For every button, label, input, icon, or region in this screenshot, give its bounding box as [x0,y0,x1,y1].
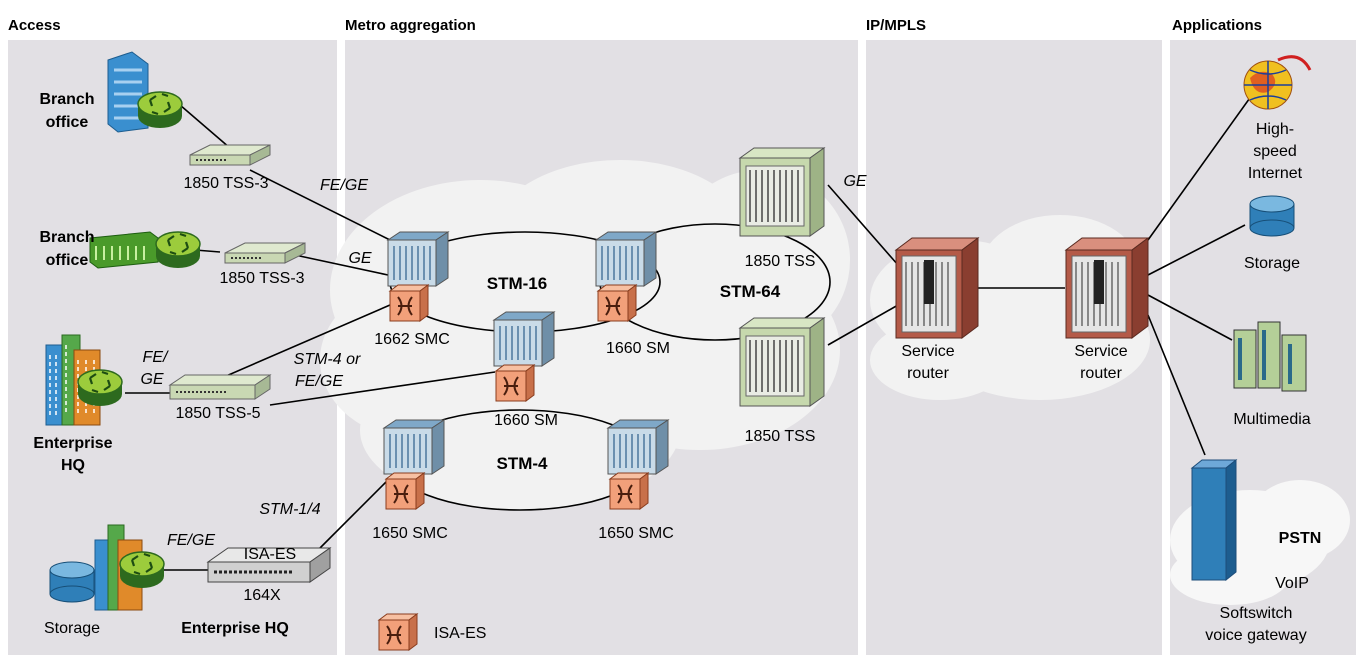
storage-app-icon [1249,195,1295,237]
service-router-1 [895,237,979,339]
internet-label-2: speed [1253,143,1297,160]
ring-stm16-label: STM-16 [487,274,547,293]
storage-access-label: Storage [44,620,100,637]
smc1662-label: 1662 SMC [374,331,450,348]
link-stm4-2: FE/GE [295,373,343,390]
sm1660-b-label: 1660 SM [494,412,558,429]
internet-label-1: High- [1256,121,1294,138]
tss5-device [168,374,272,400]
dev-164x-label: 164X [243,587,281,604]
branch2-router-icon [154,230,202,270]
globe-icon [1243,55,1312,110]
link-stm14: STM-1/4 [259,501,320,518]
internet-label-3: Internet [1248,165,1303,182]
multimedia-label: Multimedia [1233,411,1310,428]
tss5-label: 1850 TSS-5 [175,405,260,422]
router1-label-1: Service [901,343,954,360]
router2-label-2: router [1080,365,1122,382]
link-fe-2: GE [140,371,163,388]
enterprise-router-icon [76,368,124,408]
softswitch-label-2: voice gateway [1205,627,1306,644]
sm1660-a-label: 1660 SM [606,340,670,357]
storage-access-icon [49,561,95,603]
enterprise-hq-label: Enterprise HQ [181,620,289,637]
enterprise2-router-icon [118,550,166,590]
tss-a-label: 1850 TSS [745,253,816,270]
router2-label-1: Service [1074,343,1127,360]
tss-b-label: 1850 TSS [745,428,816,445]
service-router-2 [1065,237,1149,339]
applications-title: Applications [1172,17,1262,34]
branch2-label-1: Branch [39,229,94,246]
link-fe-ge-2: FE/GE [167,532,215,549]
pstn-label: PSTN [1279,530,1322,547]
router1-label-2: router [907,365,949,382]
metro-title: Metro aggregation [345,17,476,34]
isa-es-label: ISA-ES [244,546,296,563]
link-ge-1: GE [348,250,371,267]
isa-es-164x-device [206,547,332,583]
tss3-b-label: 1850 TSS-3 [219,270,304,287]
links [125,94,1253,571]
ipmpls-title: IP/MPLS [866,17,926,34]
branch2-label-2: office [46,252,89,269]
smc1650-b-label: 1650 SMC [598,525,674,542]
branch1-router-icon [136,90,184,130]
link-fe-1: FE/ [143,349,169,366]
branch1-label-1: Branch [39,91,94,108]
ring-stm64-label: STM-64 [720,282,781,301]
softswitch-icon [1190,458,1238,582]
branch2-building [89,231,159,269]
voip-label: VoIP [1275,575,1309,592]
tss3-a-label: 1850 TSS-3 [183,175,268,192]
legend-isa-es-icon [378,613,418,651]
storage-app-label: Storage [1244,255,1300,272]
branch1-label-2: office [46,114,89,131]
enterprise-label-1: Enterprise [33,435,112,452]
link-ge-2: GE [843,173,866,190]
tss-b-device [739,317,825,407]
legend-isa-es-label: ISA-ES [434,625,486,642]
ring-stm4-label: STM-4 [497,454,549,473]
smc1650-a-label: 1650 SMC [372,525,448,542]
softswitch-label-1: Softswitch [1220,605,1293,622]
enterprise-label-2: HQ [61,457,85,474]
link-fe-ge-1: FE/GE [320,177,368,194]
access-title: Access [8,17,61,34]
tss-a-device [739,147,825,237]
link-stm4-1: STM-4 or [294,351,361,368]
multimedia-icon [1233,321,1307,392]
